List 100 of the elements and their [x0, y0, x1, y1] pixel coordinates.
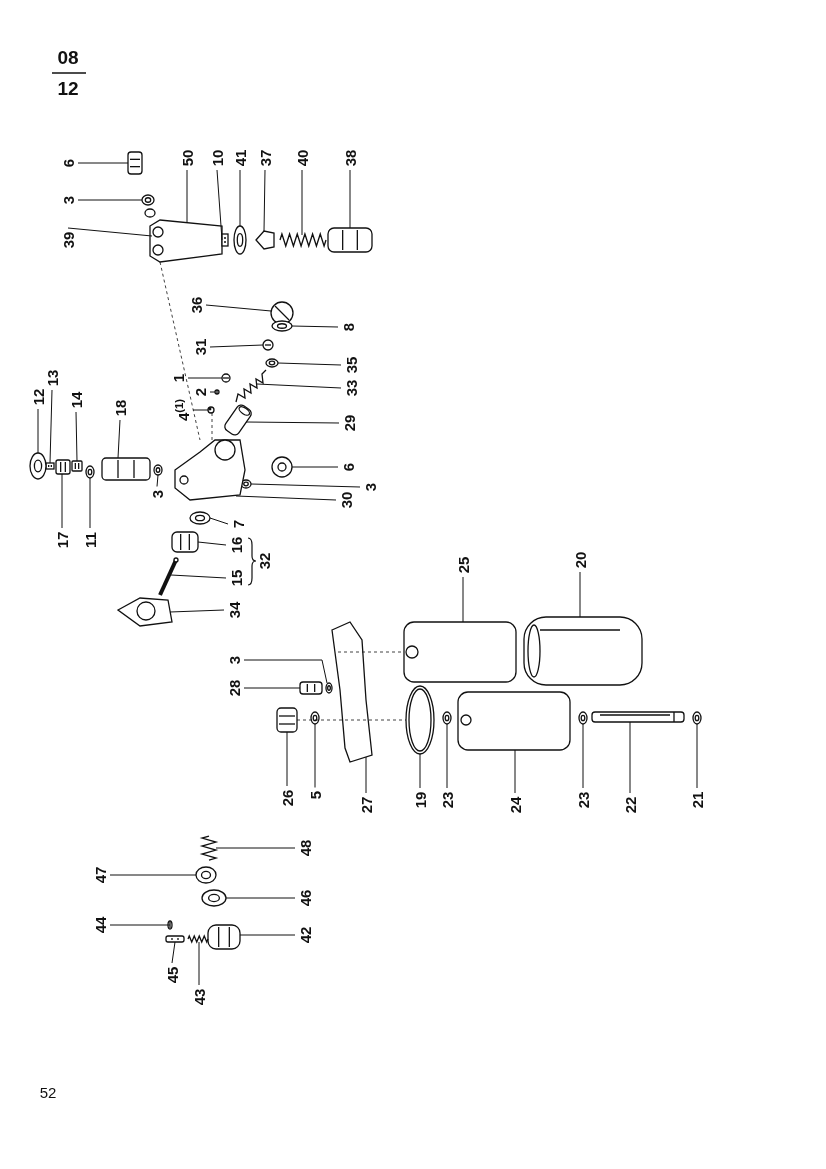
leader-line [291, 466, 339, 468]
callout-number: 18 [112, 399, 128, 417]
leader-line [67, 227, 153, 237]
leader-line [211, 412, 213, 441]
banjo-bolt-drawing [271, 456, 293, 478]
callout-number: 24 [507, 796, 523, 814]
leader-line [216, 169, 223, 241]
callout-number: 6 [340, 462, 356, 472]
leader-line [205, 304, 272, 312]
filter-head-drawing [331, 621, 373, 763]
callout-number: 6 [60, 158, 76, 168]
leader-line [250, 483, 361, 488]
callout-number: 25 [455, 556, 471, 574]
valve-cone-drawing [255, 230, 275, 250]
cap-drawing [327, 227, 373, 253]
filter-bowl-drawing [523, 616, 643, 686]
o-ring-drawing [189, 511, 211, 525]
leader-line [209, 344, 264, 348]
washer-drawing [578, 711, 588, 725]
nut-drawing [276, 707, 298, 733]
pin-drawing [167, 920, 173, 930]
spring-drawing [187, 934, 209, 944]
leader-line [89, 477, 91, 529]
leader-line [286, 731, 288, 787]
leader-line [235, 495, 337, 501]
page-section-number: 12 [57, 78, 79, 98]
bolt-drawing [299, 681, 323, 695]
screw-drawing [221, 373, 231, 383]
leader-line [446, 723, 448, 789]
callout-number: 41 [232, 149, 248, 167]
leader-line [243, 659, 328, 684]
callout-number: 39 [60, 231, 76, 249]
leader-line [117, 419, 121, 459]
plug-drawing [171, 531, 199, 553]
leader-line [245, 421, 340, 424]
callout-number: 42 [297, 926, 313, 944]
washer-drawing [442, 711, 452, 725]
callout-number: 45 [164, 966, 180, 984]
callout-number: 10 [209, 149, 225, 167]
leader-line [209, 517, 229, 525]
callout-number: 19 [412, 791, 428, 809]
callout-number: 40 [294, 149, 310, 167]
callout-number: 13 [44, 369, 60, 387]
washer-drawing [310, 711, 320, 725]
callout-number: 3 [226, 655, 242, 665]
callout-number: 37 [257, 149, 273, 167]
bolt-drawing [207, 924, 241, 950]
callout-number: 36 [188, 296, 204, 314]
ball-drawing [207, 406, 215, 414]
callout-number: 3 [60, 195, 76, 205]
spring-drawing [235, 369, 267, 403]
callout-number: 1 [170, 373, 186, 383]
filter-element-drawing [403, 621, 517, 683]
leader-line [365, 756, 367, 794]
washer-drawing [153, 464, 163, 476]
filter-element-drawing [457, 691, 571, 751]
callout-number: 16 [228, 536, 244, 554]
rod-drawing [158, 557, 179, 596]
callout-number: 28 [226, 679, 242, 697]
callout-number: 43 [191, 988, 207, 1006]
ring-drawing [85, 465, 95, 479]
leader-line [198, 941, 200, 986]
leader-line [629, 721, 631, 794]
leader-line [156, 474, 159, 487]
callout-number: 7 [230, 519, 246, 529]
callout-number: 46 [297, 889, 313, 907]
seal-ring-drawing [271, 320, 293, 332]
spring-drawing [199, 835, 219, 861]
callout-number: 14 [68, 391, 84, 409]
leader-line [301, 169, 303, 236]
callout-number: 11 [82, 532, 98, 548]
bolt-drawing [591, 711, 685, 723]
callout-number: 29 [341, 414, 357, 432]
leader-line [159, 261, 201, 441]
leader-line [291, 325, 339, 328]
leader-line [263, 169, 266, 232]
leader-line [243, 687, 301, 689]
callout-number: 32 [256, 552, 272, 570]
leader-line [75, 411, 78, 462]
sleeve-drawing [165, 935, 185, 943]
leader-line [579, 571, 581, 618]
ring-drawing [265, 358, 279, 368]
cap-drawing [195, 866, 217, 884]
leader-line [256, 383, 342, 389]
washer-drawing [325, 682, 333, 694]
callout-number: 20 [572, 551, 588, 569]
leader-line [77, 199, 143, 201]
leader-line [349, 169, 351, 229]
callout-number: 47 [92, 866, 108, 884]
leader-line [277, 362, 342, 366]
nut-drawing [55, 459, 71, 475]
knob-drawing [29, 452, 47, 480]
leader-line [239, 169, 241, 227]
callout-number: 48 [297, 839, 313, 857]
gasket-drawing [116, 597, 173, 627]
nut-drawing [71, 460, 83, 472]
page-section-number: 08 [57, 47, 79, 67]
leader-line [209, 391, 216, 393]
leader-line [109, 874, 197, 876]
leader-line [582, 723, 584, 789]
